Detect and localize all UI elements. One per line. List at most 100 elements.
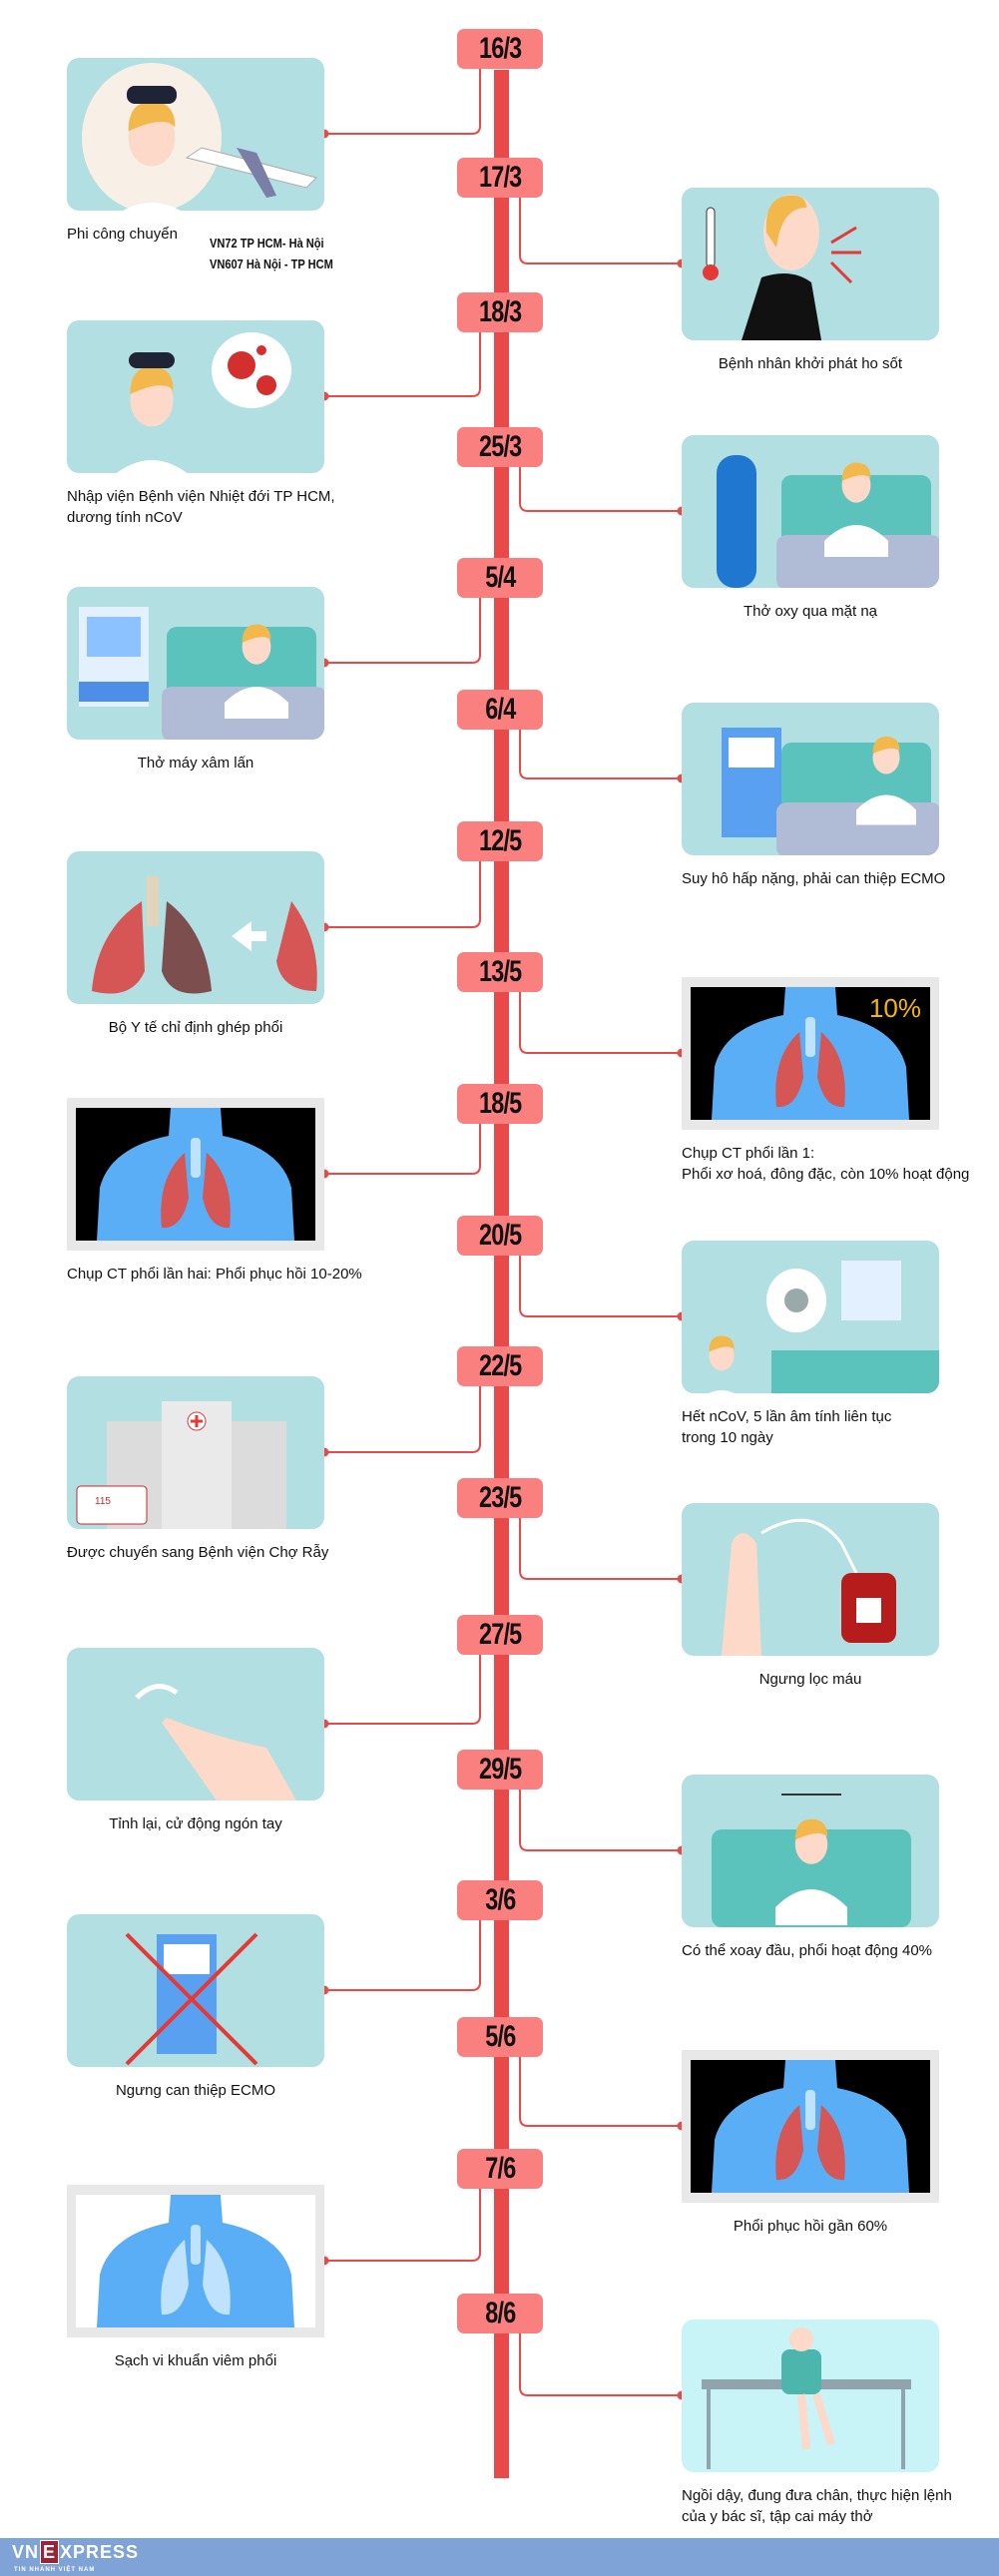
date-text: 22/5 xyxy=(478,1349,522,1382)
event-caption: Ngưng lọc máu xyxy=(682,1669,939,1690)
event-caption: Thở máy xâm lấn xyxy=(67,753,324,773)
date-text: 5/4 xyxy=(484,561,516,594)
hospital-image: 115 xyxy=(76,1401,286,1529)
connector-line xyxy=(324,332,481,397)
connector-line xyxy=(324,861,481,928)
date-text: 6/4 xyxy=(484,693,516,726)
date-text: 18/5 xyxy=(478,1087,522,1120)
date-text: 5/6 xyxy=(484,2020,516,2053)
caption-line: Ngưng lọc máu xyxy=(758,1671,862,1688)
date-label: 13/5 xyxy=(457,952,543,992)
event-caption: Bộ Y tế chỉ định ghép phổi xyxy=(67,1017,324,1038)
oxygen-image xyxy=(717,455,939,588)
bed-virus-illustration xyxy=(682,1241,939,1393)
caption-line: trong 10 ngày xyxy=(682,1429,773,1446)
pilot-plane-illustration xyxy=(67,58,324,211)
caption-line: Bệnh nhân khởi phát ho sốt xyxy=(718,355,903,372)
logo-vn: VN xyxy=(12,2541,40,2562)
caption-line: Hết nCoV, 5 lần âm tính liên tục xyxy=(682,1408,892,1425)
logo-e: E xyxy=(40,2540,60,2564)
ventilator-image xyxy=(79,607,324,740)
flight-route: VN72 TP HCM- Hà Nội xyxy=(210,236,324,251)
ct-image: 10% xyxy=(682,977,939,1130)
date-text: 18/3 xyxy=(478,295,522,328)
caption-line: Chụp CT phổi lần hai: Phổi phục hồi 10-2… xyxy=(67,1266,362,1283)
date-label: 18/5 xyxy=(457,1084,543,1124)
date-label: 29/5 xyxy=(457,1750,543,1790)
caption-line: Ngồi dậy, đung đưa chân, thực hiện lệnh xyxy=(682,2487,952,2504)
date-label: 5/4 xyxy=(457,558,543,598)
caption-line: Sạch vi khuẩn viêm phổi xyxy=(114,2352,277,2369)
caption-line: Phi công chuyển xyxy=(67,226,178,243)
date-text: 23/5 xyxy=(478,1481,522,1514)
event-caption: Ngưng can thiệp ECMO xyxy=(67,2080,324,2101)
sitting-illustration xyxy=(682,2319,939,2472)
date-text: 20/5 xyxy=(478,1219,522,1252)
date-text: 16/3 xyxy=(478,32,522,65)
ecmo-image xyxy=(722,728,939,855)
head-turn-illustration xyxy=(682,1775,939,1927)
ct-image xyxy=(682,2050,939,2203)
date-label: 23/5 xyxy=(457,1478,543,1518)
date-text: 29/5 xyxy=(478,1753,522,1786)
caption-line: Thở máy xâm lấn xyxy=(137,755,254,772)
date-label: 7/6 xyxy=(457,2149,543,2189)
caption-line: Được chuyển sang Bệnh viện Chợ Rẫy xyxy=(67,1544,329,1561)
date-label: 25/3 xyxy=(457,427,543,467)
connector-line xyxy=(324,1124,481,1175)
pilot-plane-image xyxy=(82,63,317,211)
event-caption: Sạch vi khuẩn viêm phổi xyxy=(67,2350,324,2371)
hospital-illustration: 115 xyxy=(67,1376,324,1529)
lungs-image xyxy=(92,876,317,994)
ambulance-115-label: 115 xyxy=(95,1496,111,1507)
finger-image xyxy=(135,1684,296,1801)
event-caption: Suy hô hấp nặng, phải can thiệp ECMO xyxy=(682,868,945,889)
caption-line: Tỉnh lại, cử động ngón tay xyxy=(109,1815,282,1832)
ecmo-illustration xyxy=(682,703,939,855)
connector-line xyxy=(324,598,481,664)
connector-line xyxy=(519,730,682,779)
date-label: 8/6 xyxy=(457,2294,543,2333)
event-caption: Nhập viện Bệnh viện Nhiệt đới TP HCM,dươ… xyxy=(67,486,335,528)
ecmo-stop-illustration xyxy=(67,1914,324,2067)
connector-line xyxy=(324,1386,481,1453)
cough-illustration xyxy=(682,188,939,340)
finger-illustration xyxy=(67,1648,324,1801)
event-caption: Bệnh nhân khởi phát ho sốt xyxy=(682,353,939,374)
date-label: 20/5 xyxy=(457,1216,543,1256)
connector-line xyxy=(519,2057,682,2127)
date-text: 25/3 xyxy=(478,430,522,463)
caption-line: Có thể xoay đầu, phổi hoạt động 40% xyxy=(682,1942,933,1959)
caption-line: Thở oxy qua mặt nạ xyxy=(743,603,878,620)
ct-clear-illustration xyxy=(67,2185,324,2337)
date-label: 16/3 xyxy=(457,29,543,69)
caption-line: Chụp CT phổi lần 1: xyxy=(682,1145,815,1162)
connector-line xyxy=(519,2333,682,2396)
bed-virus-image xyxy=(709,1261,939,1393)
date-text: 12/5 xyxy=(478,824,522,857)
caption-line: Nhập viện Bệnh viện Nhiệt đới TP HCM, xyxy=(67,488,335,505)
caption-line: Phổi xơ hoá, đông đặc, còn 10% hoạt động xyxy=(682,1166,970,1183)
blood-image xyxy=(722,1518,896,1656)
sitting-image xyxy=(702,2327,911,2469)
connector-line xyxy=(519,1518,682,1580)
date-label: 6/4 xyxy=(457,690,543,730)
event-caption: Có thể xoay đầu, phổi hoạt động 40% xyxy=(682,1940,932,1961)
ct-percent-label: 10% xyxy=(869,993,921,1023)
event-caption: Phổi phục hồi gần 60% xyxy=(682,2216,939,2237)
flight-route: VN607 Hà Nội - TP HCM xyxy=(210,257,333,271)
caption-line: Bộ Y tế chỉ định ghép phổi xyxy=(108,1019,283,1036)
ventilator-illustration xyxy=(67,587,324,740)
caption-line: Suy hô hấp nặng, phải can thiệp ECMO xyxy=(682,870,946,887)
connector-line xyxy=(324,2189,481,2262)
ct-illustration: 10% xyxy=(682,977,939,1130)
date-label: 5/6 xyxy=(457,2017,543,2057)
cough-image xyxy=(703,195,861,340)
date-label: 12/5 xyxy=(457,821,543,861)
event-caption: Được chuyển sang Bệnh viện Chợ Rẫy xyxy=(67,1542,328,1563)
date-text: 8/6 xyxy=(484,2297,516,2329)
event-caption: Chụp CT phổi lần 1: Phổi xơ hoá, đông đặc… xyxy=(682,1143,969,1185)
date-label: 17/3 xyxy=(457,158,543,198)
